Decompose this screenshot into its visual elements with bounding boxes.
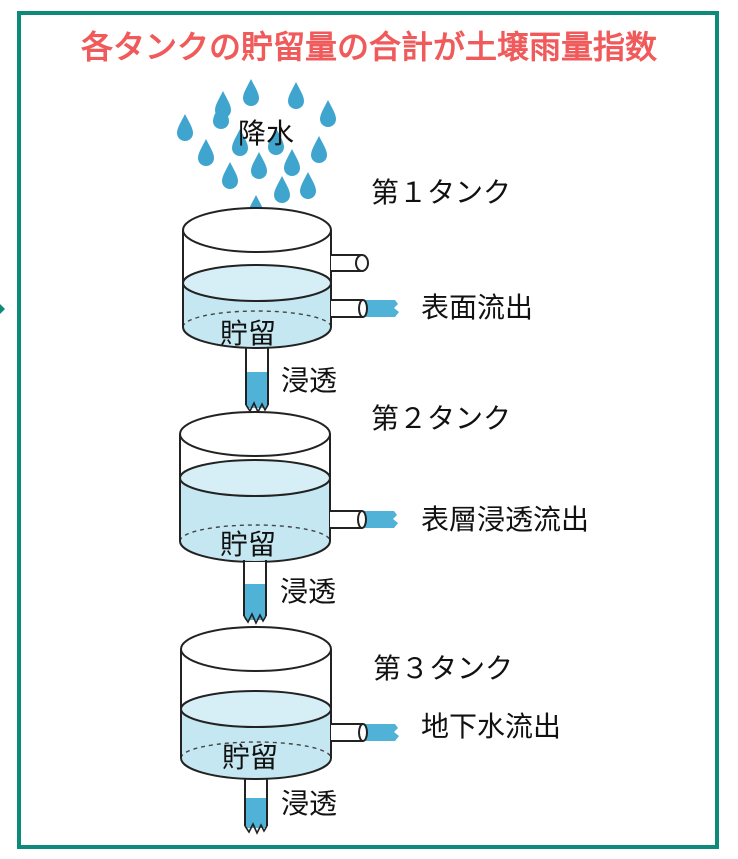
tank-1-infiltration-label: 浸透 — [281, 364, 338, 397]
raindrop-icon — [284, 149, 300, 176]
diagram-title: 各タンクの貯留量の合計が土壌雨量指数 — [80, 28, 657, 66]
raindrop-icon — [198, 139, 214, 166]
raindrop-icon — [274, 176, 290, 203]
tank-1-bottom-back — [182, 310, 332, 328]
raindrop-icon — [251, 152, 267, 179]
raindrop-icon — [243, 79, 259, 106]
raindrops-group — [177, 79, 336, 222]
tank-2-bottom-back — [179, 524, 331, 542]
tank-2-infiltration-pipe — [243, 560, 267, 625]
tank-2 — [179, 411, 398, 625]
tank-3 — [180, 626, 399, 835]
tank-1-infiltration-pipe — [245, 348, 269, 414]
raindrop-icon — [300, 172, 316, 199]
tank-3-outflow-label: 地下水流出 — [421, 710, 562, 743]
tank-3-top-rim — [180, 626, 332, 672]
tank-1-surface-outflow-pipe — [331, 299, 399, 318]
tank-2-subsurface-outflow-pipe — [330, 510, 398, 529]
tank-2-water — [180, 478, 330, 562]
tank-1-upper-outlet-pipe — [331, 254, 369, 272]
raindrop-icon — [177, 114, 193, 141]
tank-1-top-rim — [182, 207, 332, 253]
tank-2-top-rim — [179, 411, 331, 457]
tank-3-infiltration-label: 浸透 — [281, 787, 338, 820]
raindrop-icon — [222, 162, 238, 189]
tank-2-infiltration-label: 浸透 — [280, 575, 337, 608]
tank-1-water-surface — [182, 264, 332, 302]
raindrop-icon — [288, 82, 304, 109]
tank-3-groundwater-outflow-pipe — [331, 723, 399, 742]
tank-2-name: 第２タンク — [371, 402, 512, 435]
tank-1 — [182, 207, 399, 414]
tank-3-storage-label: 貯留 — [222, 741, 279, 774]
tank-2-outflow-label: 表層浸透流出 — [421, 503, 590, 536]
tank-1-name: 第１タンク — [371, 176, 512, 209]
tank-3-bottom-back — [180, 741, 332, 759]
tank-2-water-surface — [179, 459, 331, 497]
raindrop-icon — [311, 136, 327, 163]
rain-label: 降水 — [238, 117, 295, 150]
tank-2-storage-label: 貯留 — [220, 528, 277, 561]
tank-3-water-surface — [180, 690, 332, 728]
raindrop-icon — [320, 100, 336, 127]
tank-3-water — [181, 709, 331, 779]
diagram-frame — [17, 11, 719, 849]
tank-3-infiltration-pipe — [244, 778, 268, 835]
tank-1-storage-label: 貯留 — [220, 317, 277, 350]
tank-3-name: 第３タンク — [373, 652, 514, 685]
tank-1-outflow-label: 表面流出 — [421, 291, 534, 324]
side-marker-icon — [0, 304, 5, 314]
